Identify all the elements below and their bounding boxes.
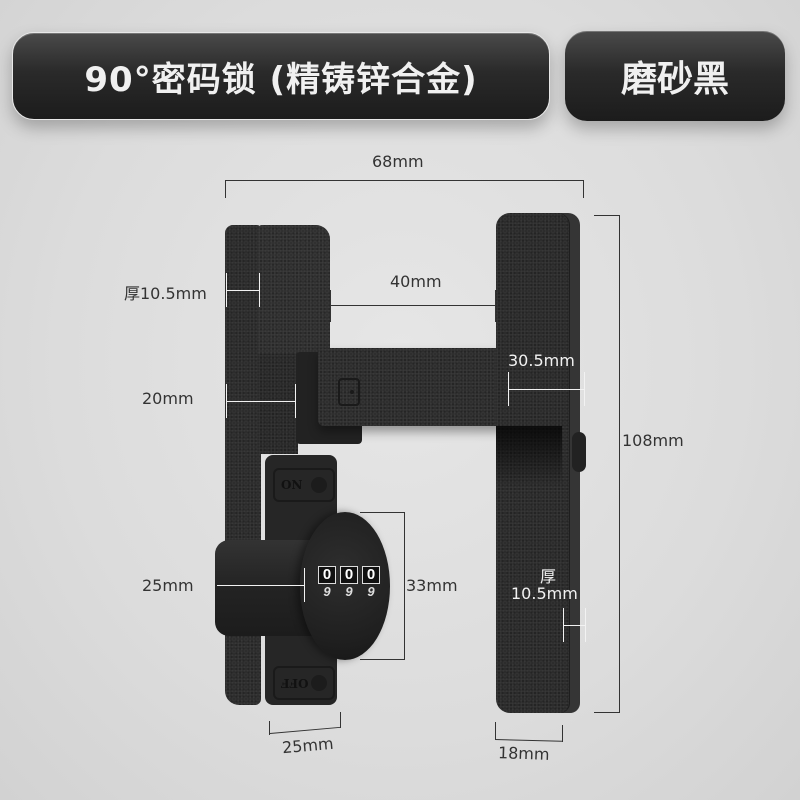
dim-overall-width: 68mm — [372, 152, 424, 171]
dim-right-thickness-value: 10.5mm — [511, 584, 578, 603]
padlock-icon — [338, 378, 360, 406]
dim-left-thickness: 厚10.5mm — [124, 284, 207, 303]
dim-tick — [594, 215, 619, 216]
dim-right-thickness-label: 厚 — [540, 567, 557, 586]
dim-tick — [563, 608, 564, 642]
combination-wheels: 0 9 0 9 0 9 — [318, 566, 380, 599]
dim-dial-diameter: 33mm — [406, 576, 458, 595]
off-indicator: OFF — [273, 666, 335, 700]
product-title: 90°密码锁 (精铸锌合金) — [84, 59, 478, 100]
dim-tick — [304, 568, 305, 602]
dim-line-dial-depth — [217, 585, 304, 586]
dim-dial-depth: 25mm — [142, 576, 194, 595]
dim-arm-height: 30.5mm — [508, 351, 575, 370]
wheel-3[interactable]: 0 9 — [362, 566, 380, 599]
dim-bar-width: 18mm — [497, 743, 550, 764]
dim-line-overall-width — [225, 180, 583, 181]
dim-tick — [226, 273, 227, 307]
dim-tick — [495, 722, 496, 739]
side-button — [572, 432, 586, 472]
dim-line-overall-height — [619, 215, 620, 713]
left-mid-block — [258, 354, 298, 454]
dim-tick — [295, 384, 296, 418]
dim-overall-height: 108mm — [622, 431, 684, 450]
dim-line-arm-height — [508, 389, 584, 390]
horizontal-arm — [318, 348, 508, 426]
product-title-badge: 90°密码锁 (精铸锌合金) — [12, 32, 550, 120]
color-badge: 磨砂黑 — [565, 31, 785, 121]
dim-tick — [259, 273, 260, 307]
dim-tick — [360, 659, 404, 660]
dim-line-right-thickness — [563, 625, 585, 626]
dim-tick — [495, 290, 496, 322]
combination-dial-face — [300, 512, 390, 660]
dim-line-dial-diameter — [404, 512, 405, 660]
dim-tick — [583, 180, 584, 198]
dim-tick — [585, 608, 586, 642]
dim-tick — [584, 372, 585, 406]
dim-tick — [269, 721, 270, 735]
dim-left-arm-width: 20mm — [142, 389, 194, 408]
dim-tick — [562, 725, 563, 742]
on-indicator: ON — [273, 468, 335, 502]
dim-handle-gap: 40mm — [390, 272, 442, 291]
on-label: ON — [281, 478, 303, 492]
arm-shadow — [496, 426, 562, 486]
dim-line-left-thickness — [226, 290, 259, 291]
wheel-2[interactable]: 0 9 — [340, 566, 358, 599]
left-upper-block — [258, 225, 330, 355]
dim-tick — [225, 180, 226, 198]
wheel-1[interactable]: 0 9 — [318, 566, 336, 599]
dim-tick — [226, 384, 227, 418]
dim-tick — [340, 712, 341, 728]
dim-line-left-arm-width — [226, 401, 296, 402]
color-label: 磨砂黑 — [620, 59, 729, 100]
off-label: OFF — [281, 676, 309, 690]
dim-tick — [360, 512, 404, 513]
dim-tick — [594, 712, 619, 713]
dim-line-handle-gap — [330, 305, 495, 306]
dim-tick — [330, 290, 331, 322]
dim-tick — [508, 372, 509, 406]
